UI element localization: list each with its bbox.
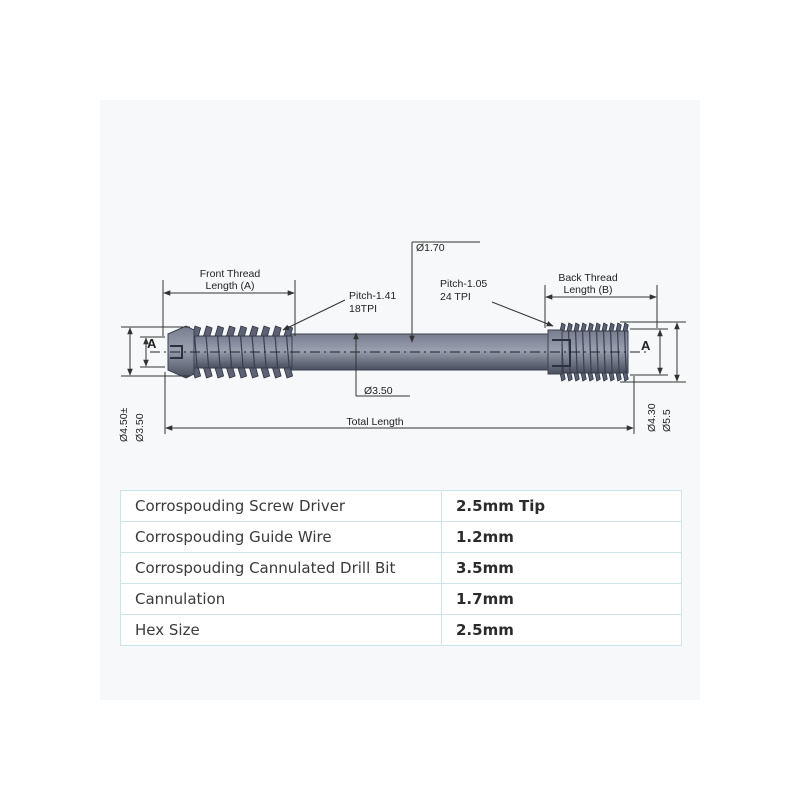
total-length-label: Total Length — [346, 416, 403, 428]
thread-crest — [285, 335, 290, 369]
drawing-labels: Front Thread Length (A) Back Thread Leng… — [118, 242, 673, 442]
table-row: Cannulation 1.7mm — [120, 583, 682, 615]
thread-crest — [239, 335, 244, 369]
thread-tooth — [271, 325, 282, 379]
spec-label: Cannulation — [120, 583, 442, 615]
tail-dia-inner-label: Ø4.30 — [646, 403, 658, 432]
spec-label: Corrospouding Guide Wire — [120, 521, 442, 553]
thread-crest — [581, 330, 585, 374]
thread-tooth — [191, 325, 202, 379]
thread-tooth — [202, 325, 213, 379]
spec-label: Corrospouding Screw Driver — [120, 490, 442, 522]
thread-tooth — [260, 325, 271, 379]
cannulation-dia-label: Ø1.70 — [416, 242, 445, 254]
pitch-back-label: Pitch-1.05 — [440, 278, 487, 290]
section-a-left: A — [147, 336, 157, 351]
spec-value: 2.5mm Tip — [441, 490, 682, 522]
back-thread-label: Back Thread — [558, 272, 617, 284]
shaft-dia-label: Ø3.50 — [364, 385, 393, 397]
screw-drawing: Front Thread Length (A) Back Thread Leng… — [118, 241, 686, 442]
spec-value: 1.7mm — [441, 583, 682, 615]
spec-label: Corrospouding Cannulated Drill Bit — [120, 552, 442, 584]
head-dia-outer-label: Ø4.50± — [118, 407, 130, 442]
spec-table: Corrospouding Screw Driver 2.5mm Tip Cor… — [120, 490, 682, 646]
table-row: Hex Size 2.5mm — [120, 614, 682, 646]
pitch-front-label: Pitch-1.41 — [349, 290, 396, 302]
table-row: Corrospouding Cannulated Drill Bit 3.5mm — [120, 552, 682, 584]
thread-crest — [205, 335, 210, 369]
table-row: Corrospouding Screw Driver 2.5mm Tip — [120, 490, 682, 522]
pitch-front-tpi: 18TPI — [349, 303, 377, 315]
thread-tooth — [214, 325, 225, 379]
back-thread-sublabel: Length (B) — [563, 284, 612, 296]
spec-value: 1.2mm — [441, 521, 682, 553]
pitch-back-tpi: 24 TPI — [440, 291, 471, 303]
front-thread-sublabel: Length (A) — [205, 280, 254, 292]
tail-dia-outer-label: Ø5.5 — [661, 409, 673, 432]
head-dia-inner-label: Ø3.50 — [134, 413, 146, 442]
thread-tooth — [237, 325, 248, 379]
dimension-lines — [121, 241, 686, 434]
thread-tooth — [248, 325, 259, 379]
table-row: Corrospouding Guide Wire 1.2mm — [120, 521, 682, 553]
spec-label: Hex Size — [120, 614, 442, 646]
spec-value: 2.5mm — [441, 614, 682, 646]
front-thread-label: Front Thread — [200, 268, 261, 280]
spec-value: 3.5mm — [441, 552, 682, 584]
screw-body — [150, 322, 650, 382]
thread-tooth — [225, 325, 236, 379]
section-a-right: A — [641, 338, 651, 353]
